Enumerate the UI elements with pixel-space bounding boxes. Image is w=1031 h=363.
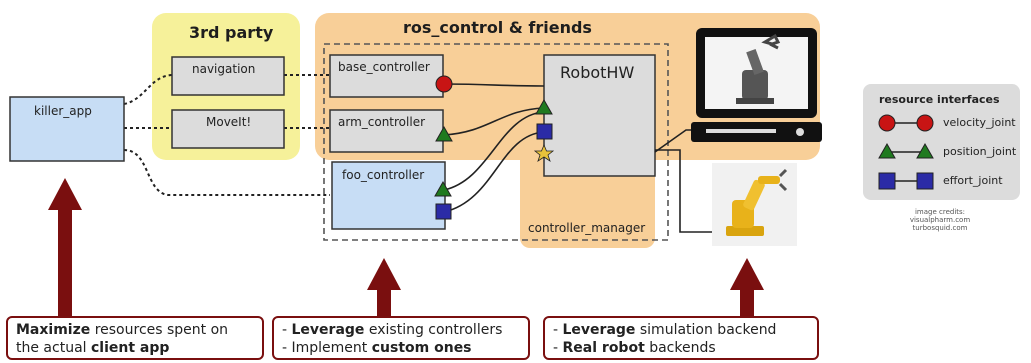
arrow-right [730,258,764,316]
killer-app-box [9,96,125,162]
third-party-title: 3rd party [189,23,274,42]
legend-effort [878,172,934,190]
velocity-joint-icon [435,75,453,93]
callout-line: - Leverage existing controllers [282,322,503,338]
callout-line: - Leverage simulation backend [553,322,777,338]
arrow-left [48,178,82,316]
star-icon [533,143,555,162]
callout-backends: - Leverage simulation backend - Real rob… [543,316,819,360]
callout-controllers: - Leverage existing controllers - Implem… [272,316,530,360]
controller-manager-label: controller_manager [528,221,646,235]
legend-effort-label: effort_joint [943,174,1003,187]
effort-joint-icon [536,123,553,140]
legend-velocity [878,114,934,132]
moveit-box [171,109,285,149]
effort-joint-icon [435,203,452,220]
callout-line: - Real robot backends [553,340,716,356]
base-controller-label: base_controller [338,60,430,74]
robothw-label: RobotHW [560,63,635,82]
real-robot-icon [712,163,797,246]
callout-line: - Implement custom ones [282,340,472,356]
arm-controller-label: arm_controller [338,115,426,129]
robothw-box [543,54,656,177]
base-controller-box [329,54,444,98]
position-joint-icon [435,125,453,142]
foo-controller-label: foo_controller [342,168,425,182]
legend-position [878,142,934,159]
navigation-box [171,56,285,96]
simulated-robot-icon [736,33,781,104]
legend-title: resource interfaces [879,93,1000,106]
foo-controller-box [331,161,446,230]
killer-app-label: killer_app [34,104,92,118]
arrow-middle [367,258,401,316]
position-joint-icon [434,180,452,197]
navigation-label: navigation [192,62,256,76]
app-connectors [123,74,330,196]
legend-velocity-label: velocity_joint [943,116,1016,129]
position-joint-icon [535,98,553,115]
callout-client-app: Maximize resources spent on the actual c… [6,316,264,360]
legend-position-label: position_joint [943,145,1017,158]
callout-line: the actual client app [16,340,170,356]
ros-control-title: ros_control & friends [403,18,592,37]
moveit-label: MoveIt! [206,115,252,129]
callout-arrows [48,178,764,316]
legend-box [863,84,1020,200]
callout-line: Maximize resources spent on [16,322,229,338]
image-credits: image credits: visualpharm.com turbosqui… [909,208,971,232]
arm-controller-box [329,109,444,153]
